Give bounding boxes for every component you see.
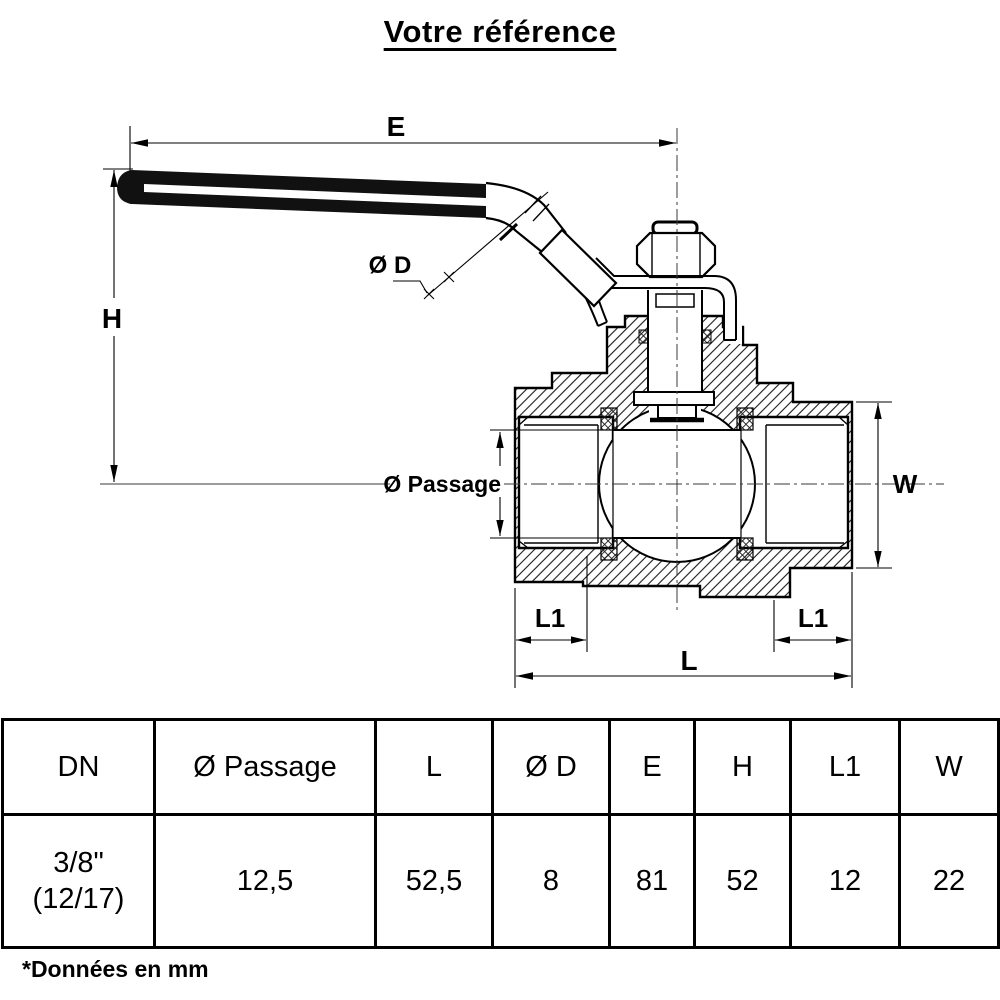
col-header-d: Ø D: [491, 718, 611, 816]
col-header-l1: L1: [789, 718, 901, 816]
centerlines: [100, 128, 944, 610]
page-title: Votre référence: [383, 14, 617, 49]
cell-passage: 12,5: [153, 813, 377, 949]
cell-d: 8: [491, 813, 611, 949]
dimension-arrows: [110, 139, 882, 680]
dim-label-e: E: [387, 111, 406, 142]
units-footnote: *Données en mm: [22, 956, 209, 982]
col-header-dn: DN: [1, 718, 156, 816]
dim-label-w: W: [893, 469, 918, 499]
col-header-passage: Ø Passage: [153, 718, 377, 816]
cell-e: 81: [608, 813, 696, 949]
spec-table-header-row: DN Ø Passage L Ø D E H L1 W: [1, 718, 1000, 816]
spec-table: DN Ø Passage L Ø D E H L1 W 3/8" (12/17)…: [1, 718, 1000, 949]
dim-label-l: L: [680, 645, 697, 676]
dim-label-l1-left: L1: [535, 603, 565, 633]
valve-technical-drawing: E H Ø D Ø Passage W L1 L1 L: [100, 111, 944, 688]
valve-handle: [117, 170, 737, 341]
cell-h: 52: [693, 813, 792, 949]
dn-size: 3/8": [53, 846, 104, 879]
col-header-l: L: [374, 718, 494, 816]
ball-seats: [600, 407, 754, 561]
col-header-e: E: [608, 718, 696, 816]
cell-dn: 3/8" (12/17): [1, 813, 156, 949]
dn-thread: (12/17): [32, 883, 125, 915]
col-header-w: W: [898, 718, 1000, 816]
dim-label-passage: Ø Passage: [383, 471, 501, 497]
dim-label-d: Ø D: [369, 252, 412, 279]
stem-nut: [635, 220, 717, 279]
dim-label-h: H: [102, 303, 122, 334]
cell-w: 22: [898, 813, 1000, 949]
spec-table-data-row: 3/8" (12/17) 12,5 52,5 8 81 52 12 22: [1, 813, 1000, 949]
col-header-h: H: [693, 718, 792, 816]
valve-body: [513, 289, 854, 599]
dim-label-l1-right: L1: [798, 603, 828, 633]
cell-l: 52,5: [374, 813, 494, 949]
cell-l1: 12: [789, 813, 901, 949]
